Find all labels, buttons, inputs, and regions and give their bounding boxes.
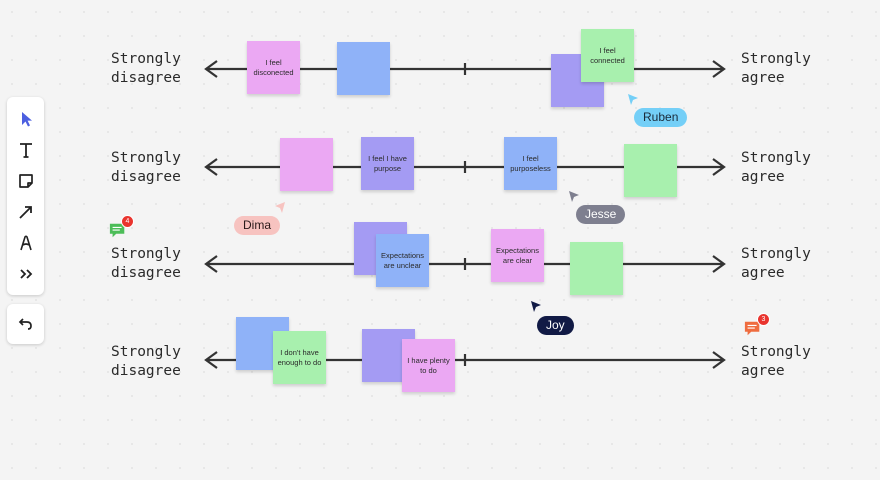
right-scale-label: Strongly agree (741, 246, 811, 281)
sticky-note[interactable]: I don't have enough to do (273, 331, 326, 384)
sticky-note[interactable] (280, 138, 333, 191)
undo-icon (18, 318, 32, 330)
sticky-note[interactable]: I feel disconected (247, 41, 300, 94)
sticky-note[interactable]: Expectations are clear (491, 229, 544, 282)
cursor-label-dima: Dima (234, 216, 281, 235)
select-icon[interactable] (14, 107, 38, 131)
comment-icon (744, 321, 760, 336)
undo-button[interactable] (7, 304, 44, 344)
right-scale-label: Strongly agree (741, 51, 811, 86)
arrow-icon[interactable] (14, 200, 38, 224)
more-icon[interactable] (14, 262, 38, 286)
left-scale-label: Strongly disagree (111, 344, 181, 379)
cursor-label-ruben: Ruben (634, 108, 688, 127)
toolbar (7, 97, 44, 295)
right-scale-label: Strongly agree (741, 344, 811, 379)
comment-count-badge: 3 (757, 313, 770, 326)
sticky-note[interactable]: I feel purposeless (504, 137, 557, 190)
comment-marker[interactable]: 3 (744, 313, 770, 340)
cursor-arrow-icon (275, 202, 285, 213)
cursor-label-joy: Joy (537, 316, 574, 335)
sticky-note[interactable]: I have plenty to do (402, 339, 455, 392)
sticky-note-icon[interactable] (14, 169, 38, 193)
sticky-note[interactable] (337, 42, 390, 95)
sticky-note[interactable] (624, 144, 677, 197)
left-scale-label: Strongly disagree (111, 246, 181, 281)
comment-marker[interactable]: 4 (109, 215, 134, 242)
sticky-note[interactable] (570, 242, 623, 295)
sticky-note[interactable]: I feel connected (581, 29, 634, 82)
cursor-arrow-icon (569, 191, 579, 202)
comment-count-badge: 4 (121, 215, 134, 228)
cursor-label-jesse: Jesse (576, 205, 626, 224)
right-scale-label: Strongly agree (741, 150, 811, 185)
sticky-note[interactable]: Expectations are unclear (376, 234, 429, 287)
sticky-note[interactable]: I feel I have purpose (361, 137, 414, 190)
scale-axis (200, 350, 730, 370)
comment-icon (109, 223, 125, 238)
cursor-arrow-icon (531, 301, 541, 312)
left-scale-label: Strongly disagree (111, 150, 181, 185)
left-scale-label: Strongly disagree (111, 51, 181, 86)
cursor-arrow-icon (628, 94, 638, 105)
scale-axis (200, 157, 730, 177)
scale-axis (200, 254, 730, 274)
text-icon[interactable] (14, 138, 38, 162)
scale-axis (200, 59, 730, 79)
pen-icon[interactable] (14, 231, 38, 255)
